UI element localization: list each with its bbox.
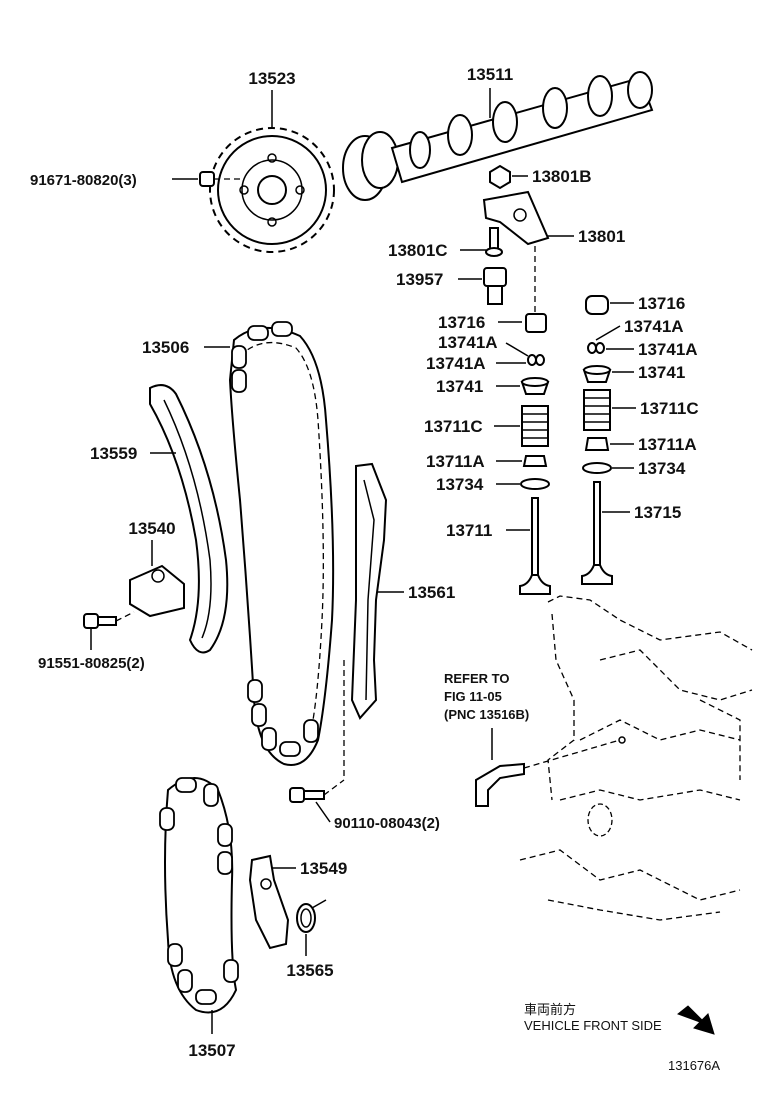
label-13540: 13540: [128, 519, 175, 538]
label-13716-right: 13716: [638, 294, 685, 313]
label-13741A-right-2: 13741A: [638, 340, 698, 359]
chain-damper-lower: [248, 854, 290, 950]
label-13734-right: 13734: [638, 459, 686, 478]
label-13549: 13549: [300, 859, 347, 878]
label-13711A-right: 13711A: [638, 435, 697, 454]
label-13561: 13561: [408, 583, 455, 602]
adjust-screw: [485, 227, 503, 257]
label-13801B: 13801B: [532, 167, 592, 186]
label-91551: 91551-80825(2): [38, 655, 145, 672]
label-13559: 13559: [90, 444, 137, 463]
chain-tensioner: [129, 564, 185, 618]
label-13711C-left: 13711C: [424, 417, 483, 436]
tensioner-spring: [296, 899, 327, 933]
lash-adjuster: [483, 267, 507, 305]
nut-13801B: [489, 164, 511, 190]
valve-stack-left: [519, 313, 551, 595]
label-13523: 13523: [248, 69, 295, 88]
label-13711A-left: 13711A: [426, 452, 485, 471]
rocker-arm: [482, 190, 550, 246]
refer-line-1: REFER TO: [444, 671, 510, 686]
label-13741A-left-1: 13741A: [438, 333, 498, 352]
direction-english: VEHICLE FRONT SIDE: [524, 1018, 662, 1033]
chain-guide-left: [149, 384, 229, 654]
timing-chain-upper: [228, 321, 335, 766]
label-13741A-left-2: 13741A: [426, 354, 486, 373]
label-13801C: 13801C: [388, 241, 448, 260]
label-13741A-right-1: 13741A: [624, 317, 684, 336]
guide-bolt: [289, 779, 345, 803]
refer-line-2: FIG 11-05: [444, 689, 502, 704]
refer-line-3: (PNC 13516B): [444, 707, 529, 722]
label-13506: 13506: [142, 338, 189, 357]
tensioner-bolt: [83, 611, 135, 629]
direction-japanese: 車両前方: [524, 1002, 576, 1017]
label-13507: 13507: [188, 1041, 235, 1060]
label-13711C-right: 13711C: [640, 399, 699, 418]
chain-guide-right: [350, 462, 388, 720]
label-13511: 13511: [467, 65, 513, 84]
label-90110: 90110-08043(2): [334, 815, 440, 832]
valve-stack-right: [581, 295, 613, 585]
label-13715: 13715: [634, 503, 681, 522]
sprocket-bolt: [199, 171, 240, 187]
label-13716-left: 13716: [438, 313, 485, 332]
label-13741-left: 13741: [436, 377, 483, 396]
label-13741-right: 13741: [638, 363, 685, 382]
label-13801: 13801: [578, 227, 625, 246]
label-13734-left: 13734: [436, 475, 484, 494]
camshaft-sprocket: [209, 127, 335, 253]
label-13565: 13565: [286, 961, 333, 980]
label-91671: 91671-80820(3): [30, 172, 137, 189]
oil-pump-chain: [159, 777, 239, 1014]
camshaft: [342, 71, 654, 201]
front-arrow-icon: [676, 1005, 715, 1035]
engine-block: [519, 595, 753, 921]
diagram-id: 131676A: [668, 1058, 720, 1073]
label-13957: 13957: [396, 270, 443, 289]
refer-part-pipe: [475, 728, 626, 807]
label-13711: 13711: [446, 521, 492, 540]
